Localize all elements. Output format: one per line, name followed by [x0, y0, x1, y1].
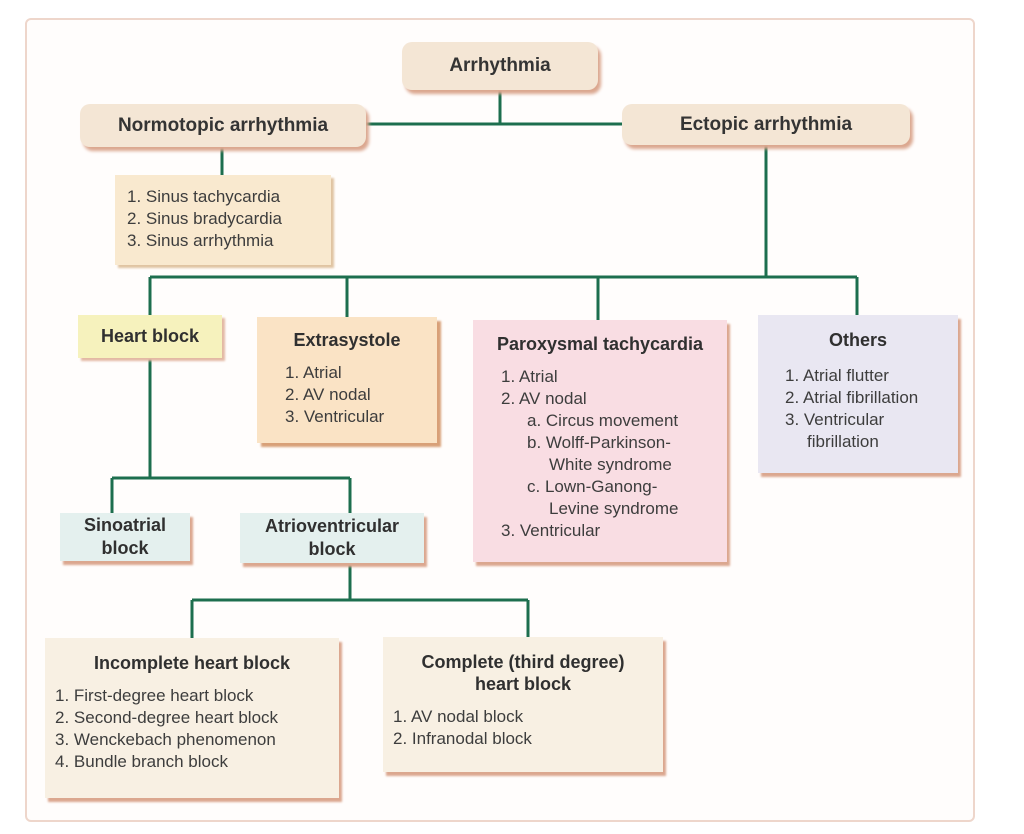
node-sinus-arrhythmia-list: 1. Sinus tachycardia 2. Sinus bradycardia…	[115, 175, 331, 265]
others-items: 1. Atrial flutter 2. Atrial fibrillation 3…	[764, 365, 952, 453]
node-arrhythmia: Arrhythmia	[402, 42, 598, 90]
node-atrioventricular-block: Atrioventricular block	[240, 513, 424, 563]
node-ectopic-arrhythmia: Ectopic arrhythmia	[622, 104, 910, 145]
list-item: a. Circus movement	[527, 411, 679, 430]
list-item: 1. Atrial flutter	[785, 366, 889, 385]
node-atrioventricular-label: Atrioventricular block	[264, 516, 400, 559]
list-item: 2. Atrial fibrillation	[785, 388, 919, 407]
paroxysmal-items: 1. Atrial 2. AV nodal a. Circus movement b.…	[481, 366, 719, 542]
list-item: 2. Infranodal block	[393, 729, 532, 748]
node-arrhythmia-label: Arrhythmia	[449, 55, 551, 76]
list-item: 1. Sinus tachycardia	[127, 187, 281, 206]
list-item: 4. Bundle branch block	[55, 752, 228, 771]
list-item: 3. Ventricular	[285, 407, 385, 426]
list-item: 3. Ventricular fibrillation	[785, 410, 885, 451]
node-paroxysmal-tachycardia: Paroxysmal tachycardia 1. Atrial 2. AV no…	[473, 320, 727, 562]
list-item: c. Lown-Ganong- Levine syndrome	[527, 477, 679, 518]
extrasystole-title: Extrasystole	[293, 330, 401, 350]
incomplete-items: 1. First-degree heart block 2. Second-deg…	[51, 685, 333, 773]
paroxysmal-title: Paroxysmal tachycardia	[496, 334, 704, 354]
list-item: 2. Second-degree heart block	[55, 708, 279, 727]
list-item: 3. Wenckebach phenomenon	[55, 730, 276, 749]
node-ectopic-label: Ectopic arrhythmia	[679, 113, 853, 135]
node-sinoatrial-block: Sinoatrial block	[60, 513, 190, 561]
incomplete-title: Incomplete heart block	[93, 653, 291, 673]
node-sinoatrial-label: Sinoatrial block	[83, 515, 167, 558]
list-item: b. Wolff-Parkinson- White syndrome	[527, 433, 672, 474]
list-item: 2. Sinus bradycardia	[127, 209, 282, 228]
list-item: 1. First-degree heart block	[55, 686, 254, 705]
node-extrasystole: Extrasystole 1. Atrial 2. AV nodal 3. Vent…	[257, 317, 437, 443]
node-others: Others 1. Atrial flutter 2. Atrial fibril…	[758, 315, 958, 473]
node-complete-heart-block: Complete (third degree) heart block 1. A…	[383, 637, 663, 772]
node-heart-block: Heart block	[78, 315, 222, 358]
node-normotopic-arrhythmia: Normotopic arrhythmia	[80, 104, 366, 147]
node-normotopic-label: Normotopic arrhythmia	[117, 114, 329, 136]
extrasystole-items: 1. Atrial 2. AV nodal 3. Ventricular	[265, 362, 429, 428]
list-item: 1. Atrial	[285, 363, 342, 382]
list-item: 3. Sinus arrhythmia	[127, 231, 274, 250]
sinus-list-items: 1. Sinus tachycardia 2. Sinus bradycardia…	[127, 186, 323, 252]
list-item: 2. AV nodal	[285, 385, 371, 404]
list-item: 2. AV nodal	[501, 389, 587, 408]
list-item: 1. AV nodal block	[393, 707, 524, 726]
node-heart-block-label: Heart block	[100, 326, 200, 346]
complete-items: 1. AV nodal block 2. Infranodal block	[389, 706, 657, 750]
others-title: Others	[828, 330, 888, 350]
list-item: 1. Atrial	[501, 367, 558, 386]
node-incomplete-heart-block: Incomplete heart block 1. First-degree h…	[45, 638, 339, 798]
list-item: 3. Ventricular	[501, 521, 601, 540]
complete-title: Complete (third degree) heart block	[421, 652, 625, 694]
